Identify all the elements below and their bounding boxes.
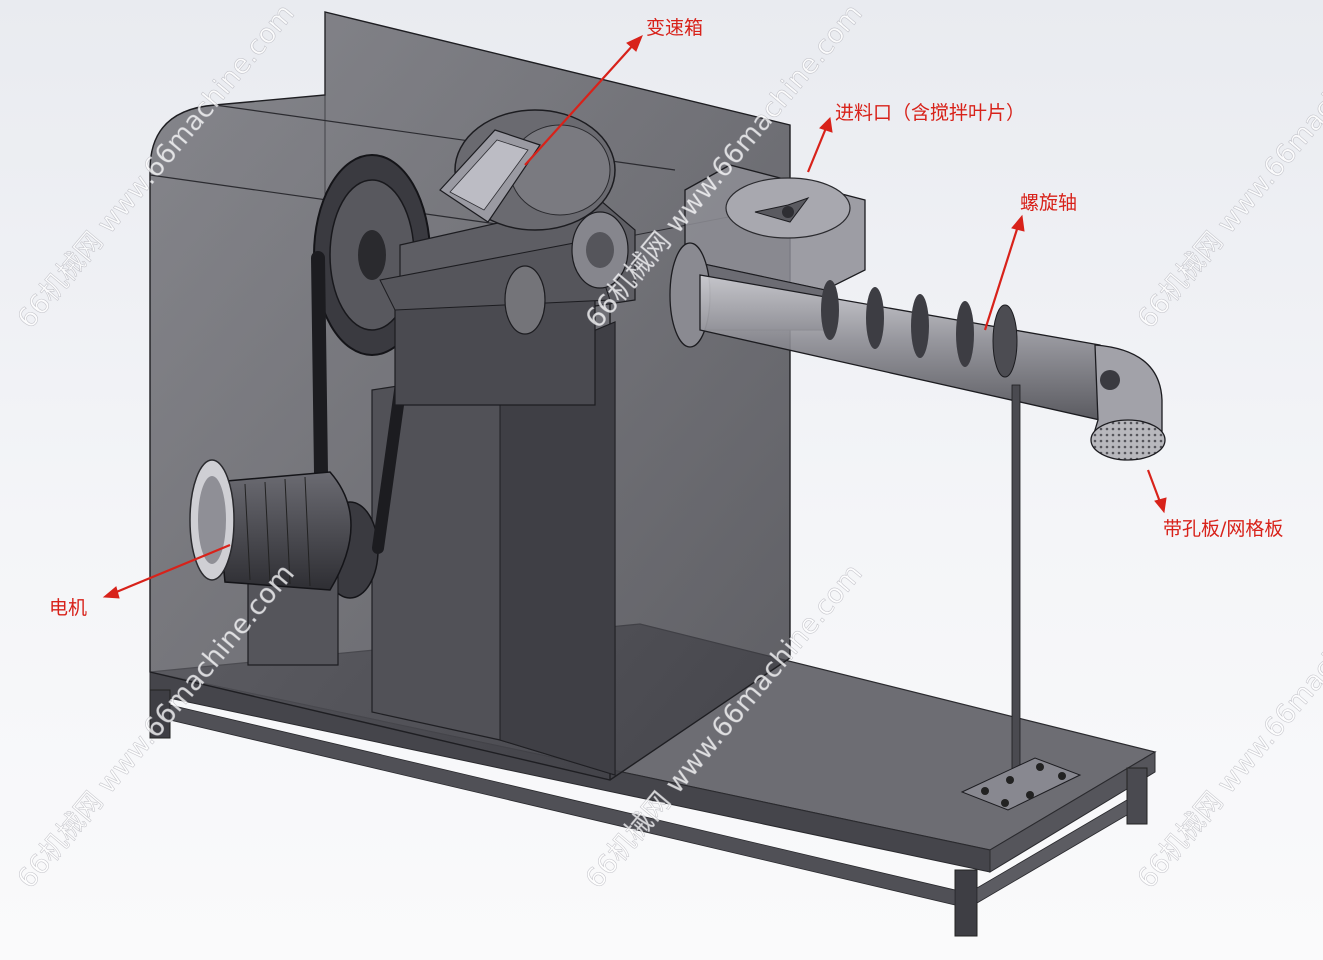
die-plate-arrow <box>1146 469 1162 503</box>
watermark: 66机械网 www.66machine.com <box>1132 0 1323 334</box>
gearbox-arrowhead <box>626 35 643 52</box>
gearbox <box>379 109 636 406</box>
feed-inlet-arrow <box>806 127 828 173</box>
label-feed-inlet: 进料口（含搅拌叶片） <box>835 102 1026 124</box>
motor-arrowhead <box>102 586 120 599</box>
screw-shaft-arrow <box>983 225 1020 331</box>
label-screw-shaft: 螺旋轴 <box>1020 192 1078 214</box>
label-gearbox: 变速箱 <box>646 17 704 39</box>
motor-arrow <box>113 543 231 595</box>
watermark: 66机械网 www.66machine.com <box>1132 558 1323 894</box>
feed-inlet-arrowhead <box>819 116 833 133</box>
screw-barrel <box>699 274 1166 461</box>
gearbox-arrow <box>524 43 635 166</box>
label-motor: 电机 <box>49 597 88 619</box>
support-post <box>960 384 1082 811</box>
die-plate-arrowhead <box>1154 497 1167 514</box>
pedestal <box>371 321 616 776</box>
screw-shaft-arrowhead <box>1011 214 1025 232</box>
annotation-arrows <box>102 35 1167 599</box>
label-die-plate: 带孔板/网格板 <box>1163 518 1284 540</box>
motor <box>189 459 352 666</box>
